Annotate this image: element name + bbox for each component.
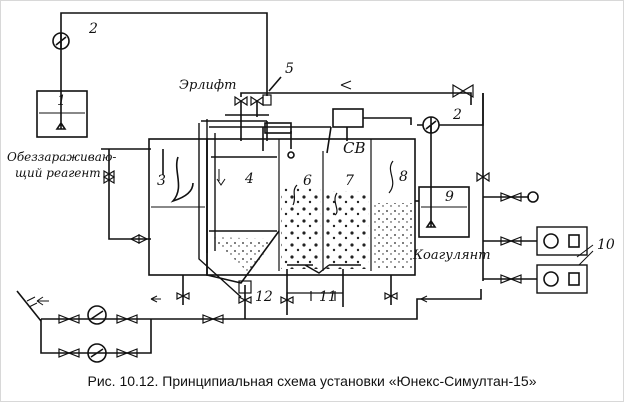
unit-12 [238, 280, 252, 294]
label-12: 12 [255, 289, 273, 305]
pump-2-top [52, 32, 70, 50]
bottom-pump-1 [87, 305, 107, 325]
label-6: 6 [303, 173, 312, 189]
meter-cb [332, 108, 364, 128]
label-disinfectant-1: Обеззараживаю- [7, 150, 116, 164]
label-7: 7 [345, 173, 354, 189]
pump-10a [536, 226, 588, 256]
label-9: 9 [445, 189, 454, 205]
label-8: 8 [399, 169, 408, 185]
label-disinfectant-2: щий реагент [15, 166, 101, 180]
label-erlift: Эрлифт [179, 78, 236, 93]
reagent-line [60, 12, 268, 96]
label-5: 5 [285, 61, 294, 77]
bottom-pump-2 [87, 343, 107, 363]
label-4: 4 [244, 171, 254, 187]
label-cb: СВ [343, 139, 366, 157]
label-1: 1 [57, 93, 66, 109]
label-3: 3 [157, 173, 166, 189]
gauge [527, 191, 539, 203]
label-2-top: 2 [88, 21, 98, 37]
figure-caption: Рис. 10.12. Принципиальная схема установ… [87, 373, 537, 389]
label-10: 10 [597, 237, 615, 253]
label-2-right: 2 [452, 107, 462, 123]
valve-3 [102, 169, 116, 185]
tank-9 [418, 186, 470, 238]
label-11: 11 [319, 289, 337, 305]
pump-10b [536, 264, 588, 294]
valve-5 [262, 94, 272, 106]
label-coagulant: Коагулянт [412, 248, 491, 263]
tank-1 [36, 90, 88, 138]
